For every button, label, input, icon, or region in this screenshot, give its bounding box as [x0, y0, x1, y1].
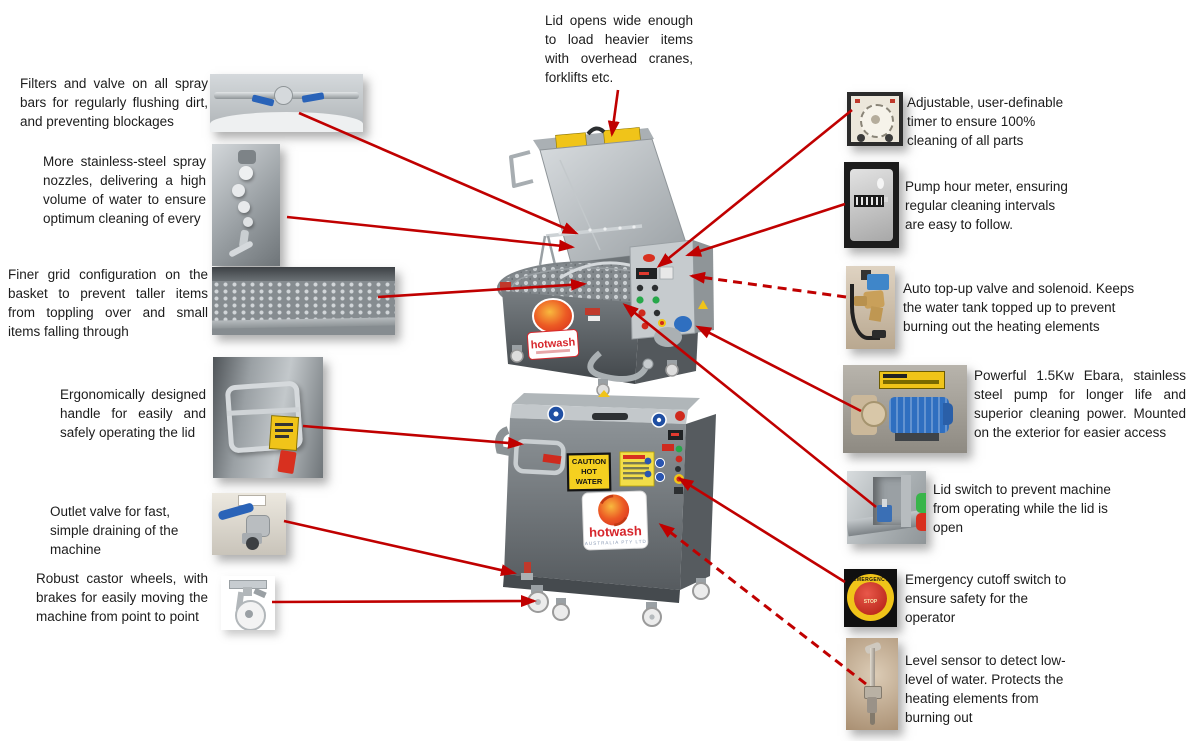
pump-photo [843, 365, 967, 453]
brand-subtext-closed-machine: AUSTRALIA PTY LTD [585, 539, 647, 546]
panel-button-green-1 [636, 296, 644, 304]
callout-nozzles: More stainless-steel spray nozzles, deli… [43, 154, 206, 226]
brand-badge-open-machine: hotwash [526, 298, 580, 360]
panel-knob-1 [636, 284, 644, 292]
closed-machine-handle [513, 438, 566, 476]
control-panel [629, 239, 714, 340]
green-button [675, 445, 683, 453]
tank-sticker-small-3 [588, 316, 600, 321]
lid-slot-handle [592, 413, 628, 420]
panel-knob-3 [653, 309, 661, 317]
callout-filters: Filters and valve on all spray bars for … [20, 76, 208, 129]
brand-text-open-machine: hotwash [530, 336, 576, 351]
lid-handle-photo [213, 357, 323, 478]
tank-sticker-small-1 [500, 282, 511, 288]
black-knob [675, 466, 681, 472]
tank-sticker-small-2 [585, 308, 600, 315]
pump-housing [654, 327, 682, 347]
panel-logo [643, 254, 655, 262]
spray-nozzles-photo [212, 144, 280, 266]
emergency-ring-label: EMERGENCY [853, 577, 889, 583]
ppe-sticker-small-1 [654, 457, 666, 469]
lid-handle-loop [509, 150, 534, 188]
ppe-sticker-small-2 [654, 471, 666, 483]
red-label [662, 444, 674, 451]
callout-handle: Ergonomically designed handle for easily… [60, 387, 206, 440]
brand-badge-closed-machine: hotwash AUSTRALIA PTY LTD [581, 490, 649, 551]
brake-lever [253, 587, 267, 599]
caution-line2: HOT [581, 467, 597, 476]
callout-lid-note: Lid opens wide enough to load heavier it… [545, 13, 693, 85]
solenoid-valve-photo [846, 266, 895, 349]
machine-closed-illustration: CAUTION HOT WATER [495, 390, 716, 627]
panel-label [659, 266, 674, 280]
red-button [675, 455, 683, 463]
red-round-sticker [675, 411, 685, 421]
hour-counter [856, 197, 882, 205]
emergency-stop-label: STOP [863, 599, 878, 605]
caution-line3: WATER [576, 477, 603, 486]
callout-solenoid: Auto top-up valve and solenoid. Keeps th… [903, 281, 1135, 334]
hot-tag [277, 449, 297, 475]
panel-knob-2 [651, 284, 659, 292]
callout-castor: Robust castor wheels, with brakes for ea… [36, 571, 208, 624]
pipe-flange [642, 358, 654, 370]
callout-emergency: Emergency cutoff switch to ensure safety… [905, 572, 1067, 625]
handle-brand-tag [542, 453, 562, 465]
black-box [674, 487, 683, 494]
callout-outlet: Outlet valve for fast, simple draining o… [50, 504, 179, 557]
panel-button-red-1 [638, 309, 646, 317]
outlet-valve-on-machine [521, 562, 533, 580]
brand-text-closed-machine: hotwash [589, 523, 642, 540]
lid-switch-photo [847, 471, 926, 544]
outlet-valve-photo [212, 493, 286, 555]
machine-open-lid-illustration: hotwash [497, 126, 714, 397]
panel-button-red-2 [641, 322, 649, 330]
pump-motor [889, 397, 949, 433]
emergency-button-photo: EMERGENCY STOP [844, 569, 897, 627]
panel-button-green-2 [652, 296, 660, 304]
caution-sticker: CAUTION HOT WATER [566, 452, 612, 492]
callout-pump: Powerful 1.5Kw Ebara, stainless steel pu… [974, 368, 1186, 440]
hour-meter-photo [844, 162, 899, 248]
spray-bar-filter-photo [210, 74, 363, 132]
callout-lid-switch: Lid switch to prevent machine from opera… [933, 482, 1111, 535]
castor-wheel-photo [221, 576, 275, 630]
closed-base-skirt [503, 574, 680, 603]
callout-level-sensor: Level sensor to detect low-level of wate… [905, 653, 1066, 725]
info-sticker [619, 451, 655, 487]
callout-hour-meter: Pump hour meter, ensuring regular cleani… [905, 179, 1068, 232]
closed-lid-warning-triangle [598, 390, 610, 397]
basket-grid-photo [212, 267, 395, 335]
level-sensor-photo [846, 638, 898, 730]
callout-grid: Finer grid configuration on the basket t… [8, 267, 208, 339]
switch-body [877, 505, 892, 522]
lid-grab-handle [586, 126, 606, 136]
callout-timer: Adjustable, user-definable timer to ensu… [907, 95, 1064, 148]
timer-photo [847, 92, 903, 146]
left-duct [495, 426, 511, 456]
caution-line1: CAUTION [572, 457, 606, 466]
